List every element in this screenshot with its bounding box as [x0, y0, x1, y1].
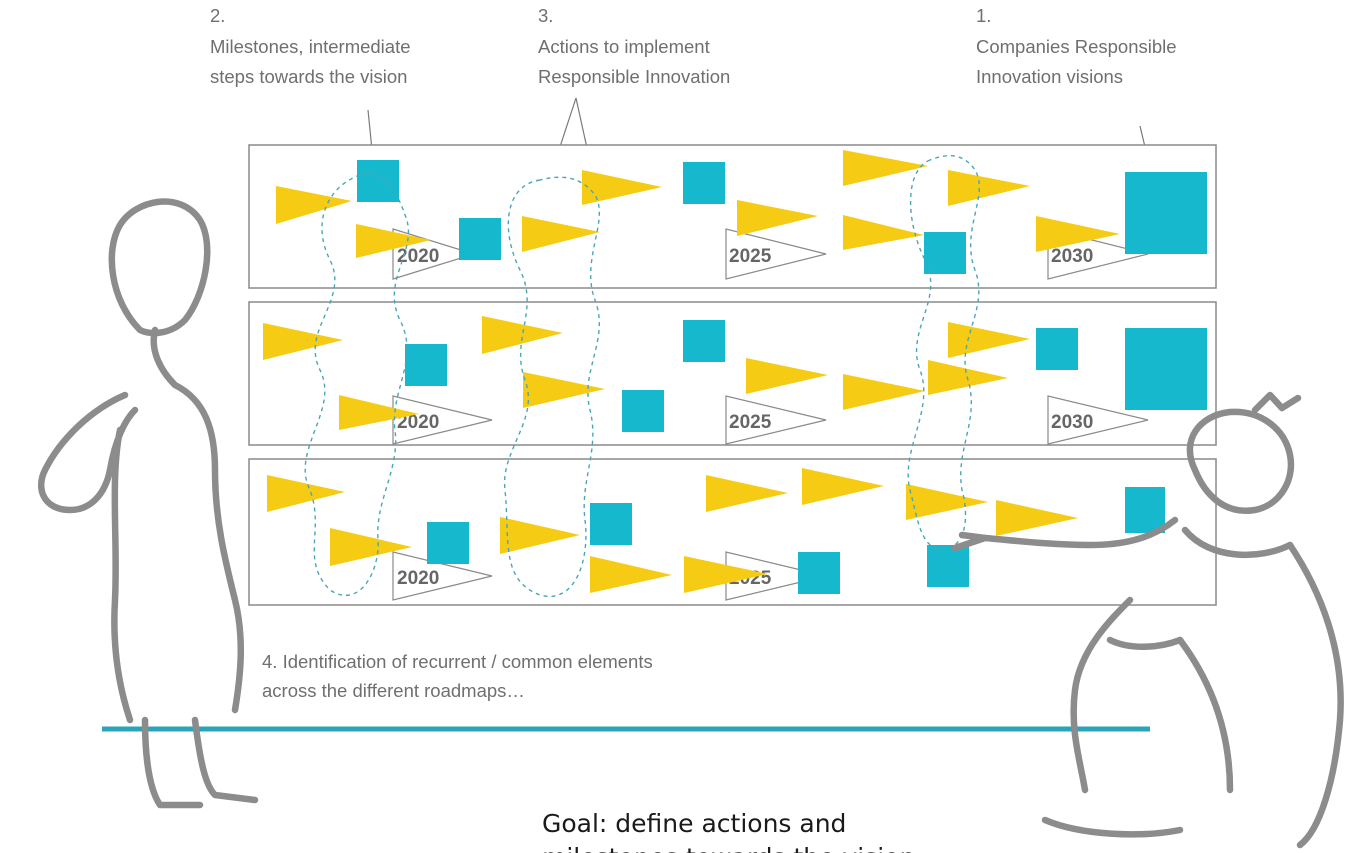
- roadmap-1-content: 2020 2025 2030: [276, 150, 1207, 280]
- year-label: 2020: [397, 246, 439, 267]
- goal-line2: milestones towards the vision: [542, 843, 915, 853]
- year-label: 2020: [397, 412, 439, 433]
- annotation-1-number: 1.: [976, 5, 991, 26]
- annotation-1-line1: Companies Responsible: [976, 36, 1177, 57]
- year-label: 2030: [1051, 412, 1093, 433]
- action-triangle-icon: [356, 224, 431, 258]
- annotation-3-line1: Actions to implement: [538, 36, 710, 57]
- action-triangle-icon: [590, 556, 672, 593]
- annotation-actions: 3. Actions to implement Responsible Inno…: [538, 5, 730, 87]
- year-label: 2020: [397, 568, 439, 589]
- milestone-square-icon: [427, 522, 469, 564]
- milestone-square-icon: [798, 552, 840, 594]
- annotation-2-number: 2.: [210, 5, 225, 26]
- annotation-3-number: 3.: [538, 5, 553, 26]
- vision-square-icon: [1125, 172, 1207, 254]
- annotation-4-line2: across the different roadmaps…: [262, 680, 525, 701]
- action-triangle-icon: [737, 200, 818, 236]
- action-triangle-icon: [276, 186, 352, 224]
- milestone-square-icon: [357, 160, 399, 202]
- action-triangle-icon: [843, 150, 928, 186]
- action-triangle-icon: [522, 216, 600, 252]
- milestone-square-icon: [924, 232, 966, 274]
- action-triangle-icon: [684, 556, 768, 593]
- milestone-square-icon: [622, 390, 664, 432]
- annotation-common-elements: 4. Identification of recurrent / common …: [262, 651, 653, 701]
- action-triangle-icon: [906, 484, 988, 520]
- action-triangle-icon: [948, 322, 1030, 358]
- goal-caption: Goal: define actions and milestones towa…: [542, 809, 915, 853]
- action-triangle-icon: [330, 528, 412, 566]
- common-elements-loop-2: [503, 176, 600, 598]
- action-triangle-icon: [843, 374, 925, 410]
- roadmap-2-content: 2020 2025 2030: [263, 316, 1207, 445]
- goal-line1: Goal: define actions and: [542, 809, 846, 838]
- action-triangle-icon: [339, 395, 419, 430]
- milestone-square-icon: [590, 503, 632, 545]
- action-triangle-icon: [582, 170, 662, 205]
- common-elements-loop-1: [304, 173, 410, 597]
- action-triangle-icon: [500, 517, 580, 554]
- annotation-4-line1: 4. Identification of recurrent / common …: [262, 651, 653, 672]
- milestone-square-icon: [1036, 328, 1078, 370]
- milestone-square-icon: [927, 545, 969, 587]
- action-triangle-icon: [996, 500, 1078, 536]
- milestone-square-icon: [459, 218, 501, 260]
- vision-square-icon: [1125, 328, 1207, 410]
- action-triangle-icon: [1036, 216, 1120, 252]
- action-triangle-icon: [267, 475, 345, 512]
- year-label: 2025: [729, 246, 772, 267]
- action-triangle-icon: [948, 170, 1030, 206]
- annotation-1-line2: Innovation visions: [976, 66, 1123, 87]
- action-triangle-icon: [843, 215, 924, 250]
- action-triangle-icon: [746, 358, 828, 394]
- annotation-visions: 1. Companies Responsible Innovation visi…: [976, 5, 1177, 87]
- year-flag-icon: 2020: [392, 551, 493, 601]
- action-triangle-icon: [928, 360, 1008, 395]
- action-triangle-icon: [802, 468, 884, 505]
- action-triangle-icon: [263, 323, 343, 360]
- roadmap-3-content: 2020 2025: [267, 468, 1165, 601]
- annotation-2-line1: Milestones, intermediate: [210, 36, 411, 57]
- year-label: 2030: [1051, 246, 1093, 267]
- annotation-3-line2: Responsible Innovation: [538, 66, 730, 87]
- annotation-milestones: 2. Milestones, intermediate steps toward…: [210, 5, 411, 87]
- milestone-square-icon: [683, 162, 725, 204]
- milestone-square-icon: [405, 344, 447, 386]
- milestone-square-icon: [1125, 487, 1165, 533]
- milestone-square-icon: [683, 320, 725, 362]
- year-flag-icon: 2030: [1047, 395, 1149, 445]
- annotation-2-line2: steps towards the vision: [210, 66, 407, 87]
- year-label: 2025: [729, 412, 772, 433]
- action-triangle-icon: [482, 316, 563, 354]
- year-flag-icon: 2020: [392, 395, 493, 445]
- year-flag-icon: 2025: [725, 395, 827, 445]
- crouching-person-sketch: [951, 391, 1344, 849]
- year-flag-icon: 2025: [725, 228, 827, 280]
- standing-person-sketch: [37, 198, 259, 809]
- action-triangle-icon: [523, 372, 605, 408]
- action-triangle-icon: [706, 475, 788, 512]
